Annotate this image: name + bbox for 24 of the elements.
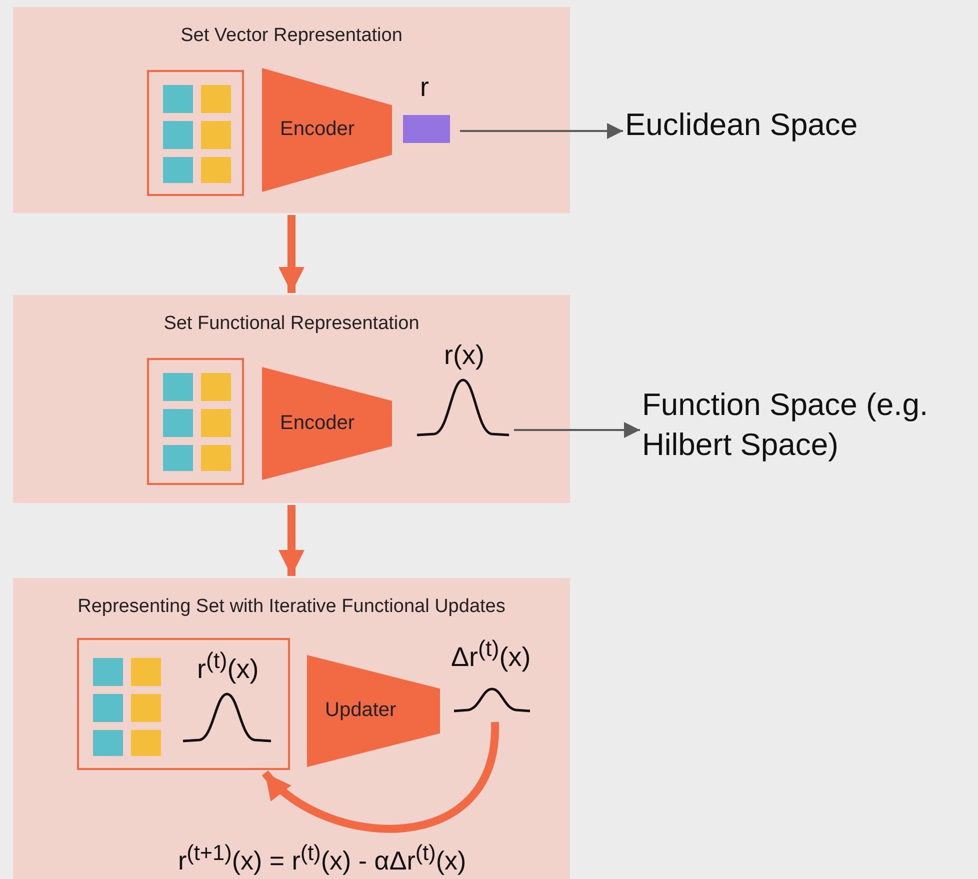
function-label: r(x) — [444, 340, 484, 371]
set-box — [147, 358, 244, 485]
set-box — [77, 638, 290, 770]
arrow — [460, 123, 623, 139]
arrow — [514, 422, 640, 438]
panel-title: Set Vector Representation — [180, 25, 402, 46]
network-label: Encoder — [280, 118, 354, 141]
set-box — [147, 70, 244, 196]
function-label: r$^{(t)}$(x) — [197, 648, 259, 685]
section-panel — [13, 578, 570, 879]
network-label: Updater — [325, 699, 396, 722]
panel-title: Representing Set with Iterative Functional Updates — [78, 596, 506, 617]
function-label: Δr$^{(t)}$(x) — [451, 636, 531, 673]
space-label: Euclidean Space — [625, 105, 955, 157]
arrow — [278, 215, 304, 293]
arrow — [262, 722, 499, 832]
arrow — [278, 505, 304, 576]
space-label: Function Space (e.g. Hilbert Space) — [642, 385, 972, 475]
vector-label: r — [420, 72, 429, 103]
section-panel — [13, 7, 570, 213]
formula-label: r$^{(t+1)}$(x) = r$^{(t)}$(x) - αΔr$^{(t)}$(x) — [178, 840, 466, 877]
panel-title: Set Functional Representation — [164, 313, 420, 334]
network-label: Encoder — [280, 412, 354, 434]
section-panel — [13, 295, 570, 503]
